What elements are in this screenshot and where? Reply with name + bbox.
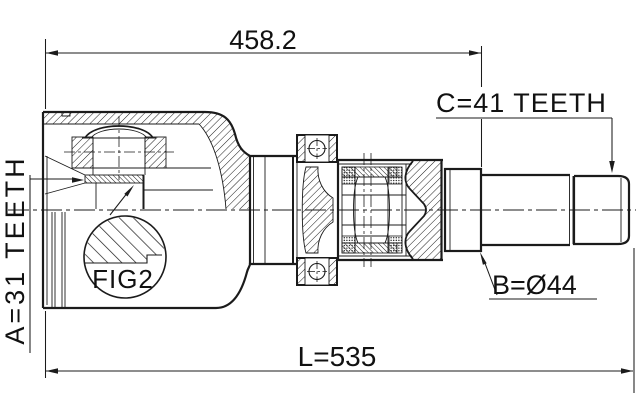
length-text: L=535 (298, 341, 377, 372)
support-bearing (296, 134, 338, 286)
joint-left-wall (301, 166, 334, 254)
tripod-roller-assembly (64, 116, 174, 180)
shaft-collar (443, 167, 483, 253)
spline-end (572, 174, 631, 246)
outer-joint (336, 153, 443, 267)
inner-joint-housing (41, 110, 297, 310)
output-shaft (443, 167, 631, 253)
c41-arrow (609, 161, 615, 173)
length-arrow-right (621, 368, 633, 374)
a31-text: A=31 TEETH (0, 155, 30, 344)
label-c41 (436, 117, 615, 173)
input-spline-section (84, 174, 145, 209)
fig2-label: FIG2 (92, 264, 154, 294)
cage-ball-arcs (353, 176, 390, 244)
label-a31 (29, 175, 84, 353)
fig2-leader-line (109, 191, 129, 216)
dim-arrow-left (46, 50, 58, 56)
length-arrow-left (46, 368, 58, 374)
a31-arrow (72, 177, 84, 183)
c41-text: C=41 TEETH (436, 88, 607, 118)
dimension-458 (44, 39, 483, 167)
dim-arrow-right (469, 50, 481, 56)
b44-arrow (480, 252, 487, 265)
label-b44 (480, 252, 597, 300)
b44-text: B=Ø44 (492, 270, 577, 300)
bell-wall-hatch (405, 161, 441, 259)
fig2-leader-arrow (124, 185, 134, 197)
bell-ball-tracks (404, 160, 427, 260)
dimension-length (44, 248, 635, 393)
dim-458-text: 458.2 (229, 25, 297, 55)
